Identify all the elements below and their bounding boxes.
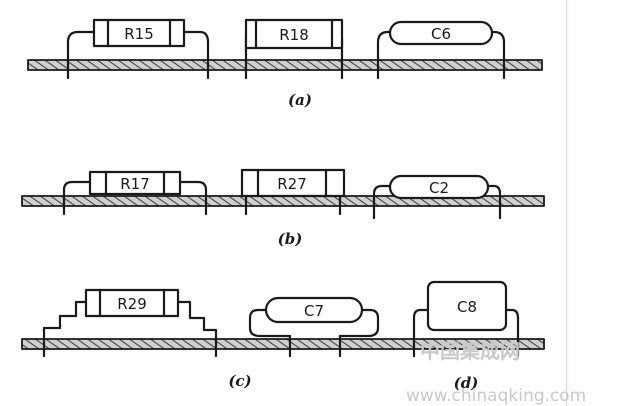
lead-right [182, 30, 210, 80]
pcb-board-a [27, 59, 543, 71]
label-r15: R15 [124, 25, 154, 43]
resistor-r18 [244, 18, 344, 80]
capacitor-body [388, 20, 494, 46]
watermark-cn: 中国集成网 [420, 339, 520, 363]
lead-left [412, 308, 430, 358]
capacitor-c8 [412, 280, 520, 358]
resistor-body [88, 170, 182, 196]
row-c-d [21, 280, 545, 358]
resistor-r15 [66, 18, 210, 80]
label-r18: R18 [279, 26, 309, 44]
lead-right [178, 180, 208, 216]
label-c7: C7 [304, 302, 324, 320]
lead-left [42, 300, 88, 358]
capacitor-body [388, 174, 490, 200]
label-r17: R17 [120, 175, 150, 193]
lead-right [504, 308, 520, 358]
row-a [27, 18, 543, 80]
page-edge-rule [566, 0, 567, 406]
capacitor-body [264, 296, 364, 324]
caption-d: (d) [454, 374, 479, 392]
capacitor-c2 [372, 174, 502, 220]
caption-a: (a) [288, 91, 312, 109]
caption-c: (c) [228, 372, 251, 390]
lead-left [248, 308, 292, 358]
capacitor-c6 [376, 20, 506, 80]
lead-right [488, 30, 506, 80]
resistor-body [84, 288, 180, 318]
label-c6: C6 [431, 25, 451, 43]
watermark-url: www.chinaqking.com [406, 386, 586, 406]
label-r27: R27 [277, 175, 307, 193]
label-r29: R29 [117, 295, 147, 313]
lead-left [376, 30, 394, 80]
lead-right [338, 308, 380, 358]
label-c8: C8 [457, 298, 477, 316]
capacitor-body [426, 280, 508, 332]
resistor-r29 [42, 288, 218, 358]
lead-right [174, 300, 218, 358]
lead-left [66, 30, 96, 80]
row-b [21, 168, 545, 220]
caption-b: (b) [278, 230, 303, 248]
resistor-body [244, 18, 344, 50]
lead-left [372, 184, 394, 220]
resistor-r17 [62, 170, 208, 216]
pcb-board-c [21, 338, 545, 350]
lead-left [62, 180, 92, 216]
resistor-r27 [240, 168, 346, 216]
label-c2: C2 [429, 179, 449, 197]
capacitor-c7 [248, 296, 380, 358]
lead-right [484, 184, 502, 220]
